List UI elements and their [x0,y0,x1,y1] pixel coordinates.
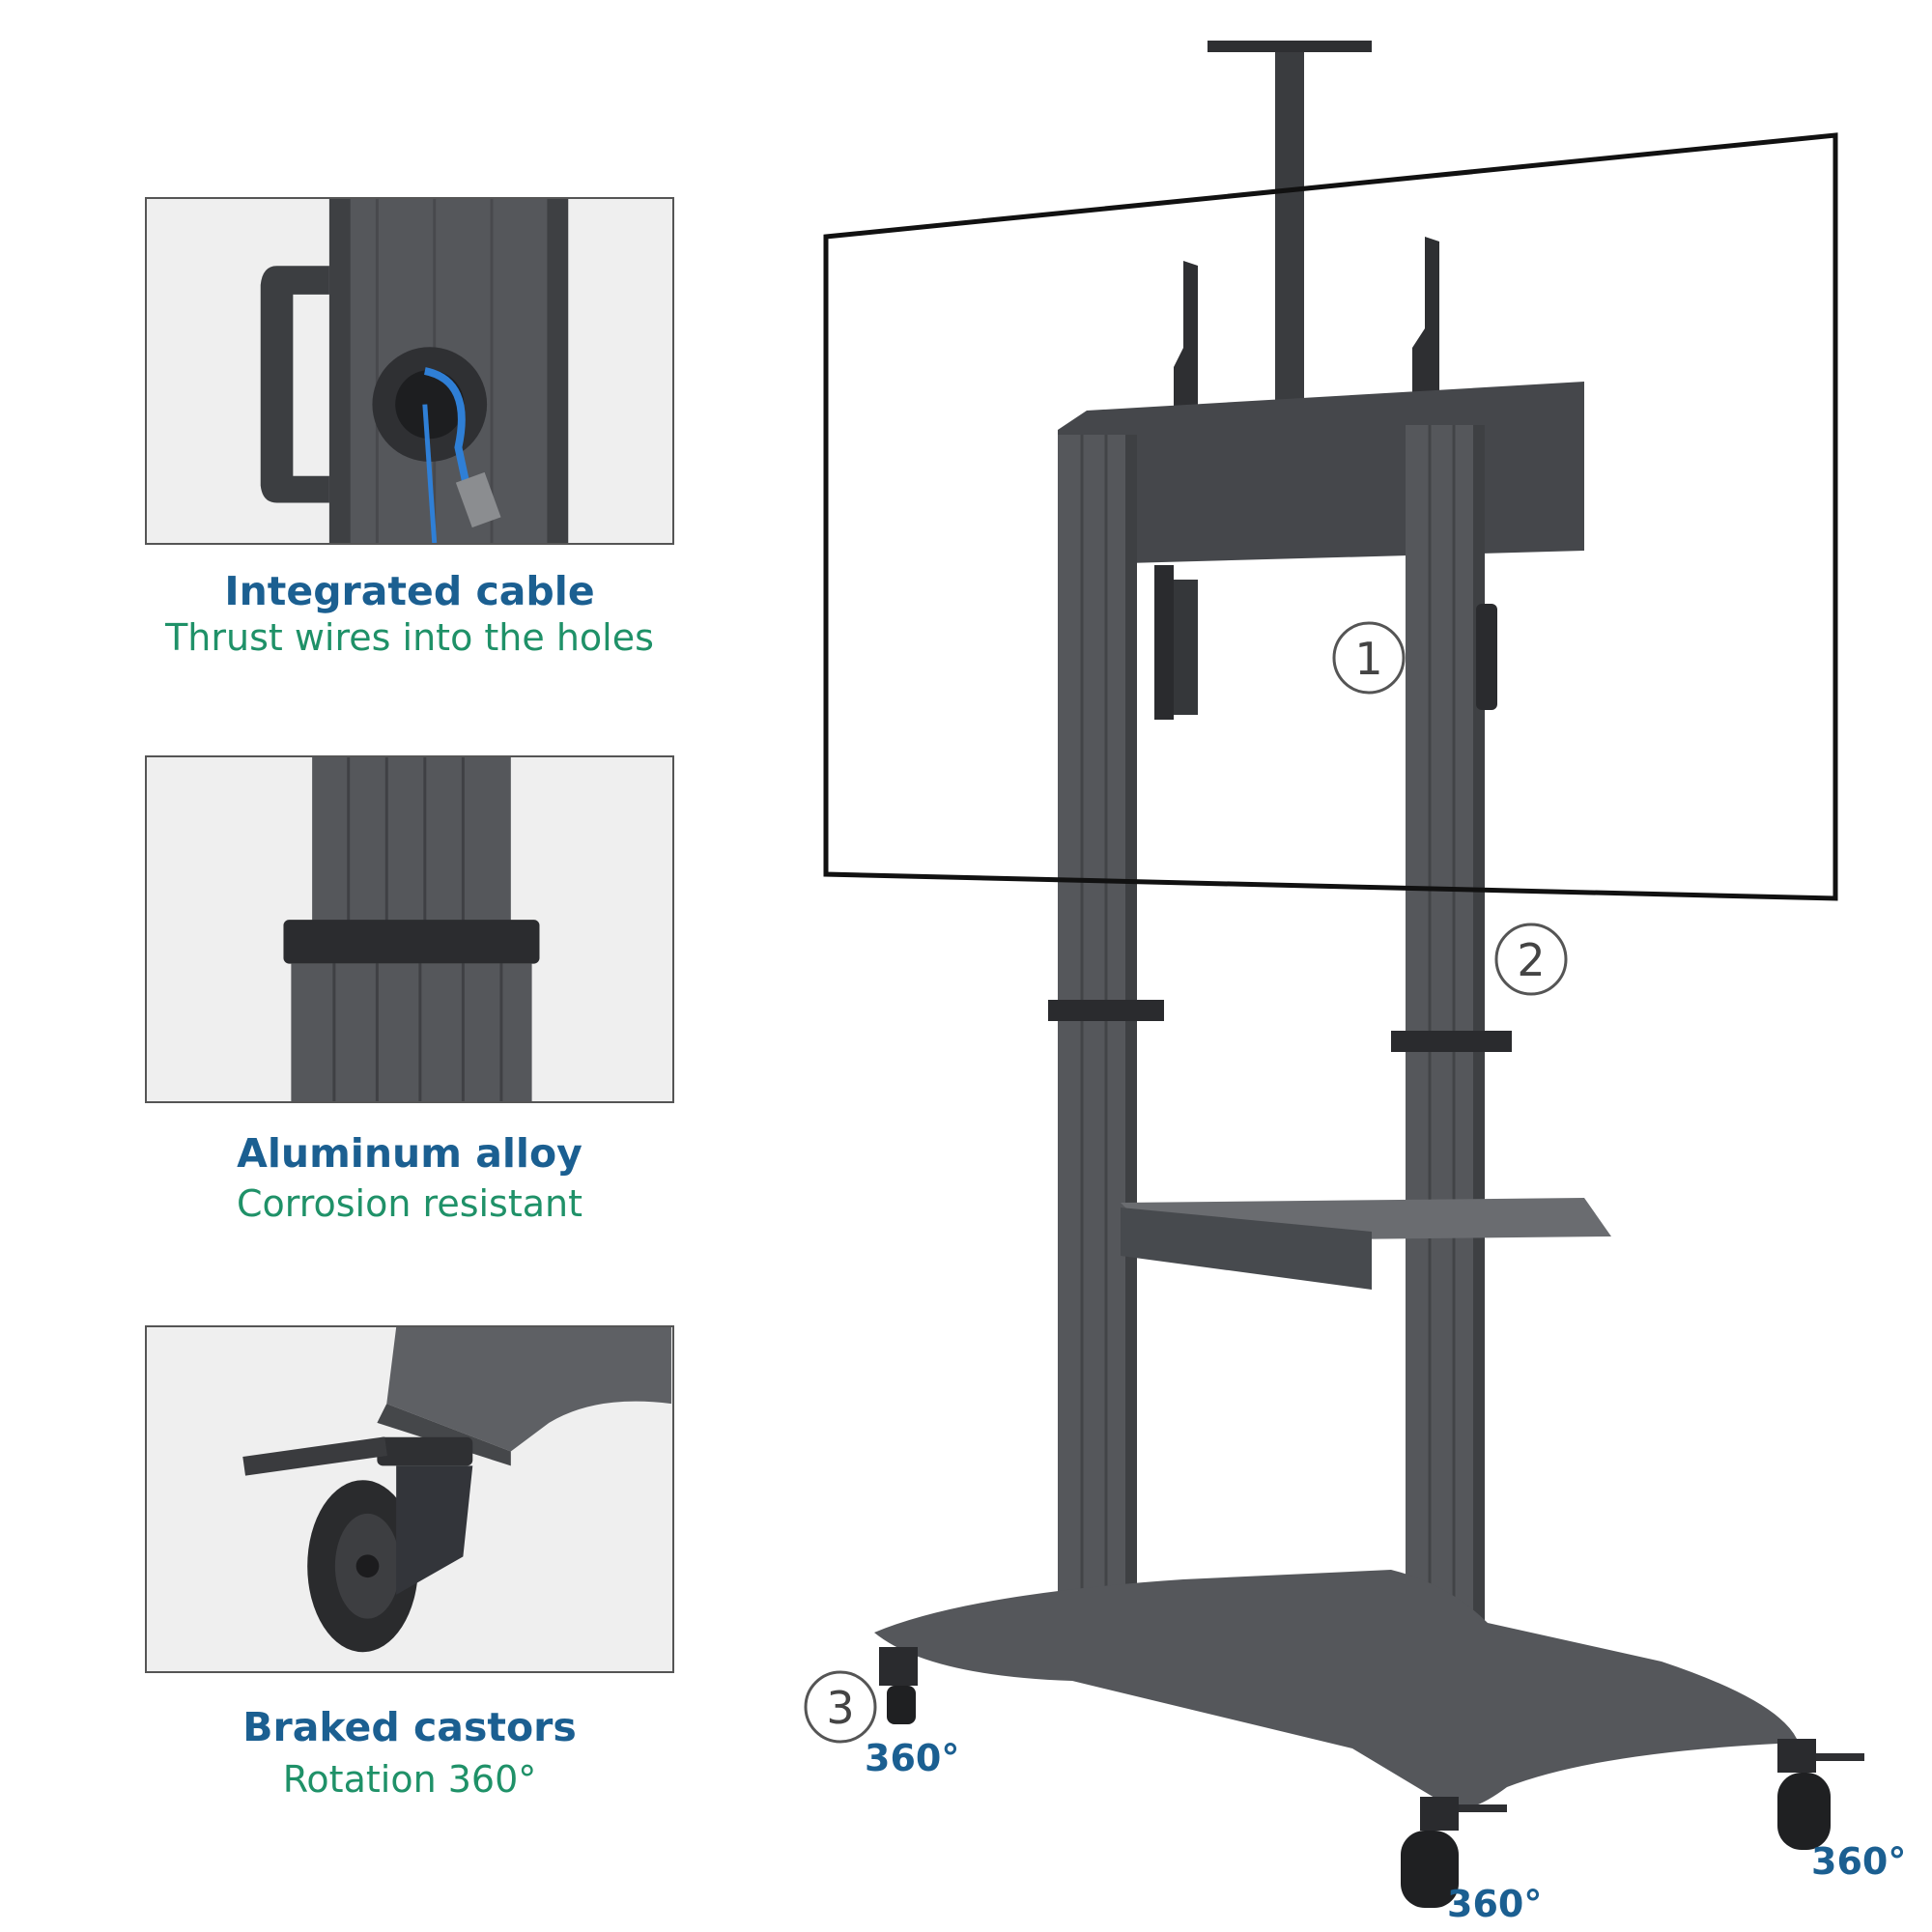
left-column [1058,435,1135,1642]
callout-circle-2 [1494,923,1568,996]
feature-subtitle-3: Rotation 360° [282,1758,537,1801]
feature-subtitle-2: Corrosion resistant [236,1182,583,1225]
rotation-label-left: 360° [865,1737,960,1779]
right-column [1406,425,1483,1686]
callout-label-2: 2 [1517,934,1545,986]
tv-stand-illustration: 1 2 3 [804,41,1864,1908]
camera-pole [1275,52,1304,414]
callout-label-1: 1 [1354,633,1382,685]
feature-subtitle-1: Thrust wires into the holes [165,616,654,659]
aluminum-pole-icon [148,757,671,1101]
feature-title-3: Braked castors [242,1704,577,1750]
feature-title-2: Aluminum alloy [237,1130,582,1177]
castor-front [1401,1797,1507,1908]
castor-right [1777,1739,1864,1850]
rotation-label-right: 360° [1811,1840,1907,1883]
callout-circle-1 [1332,621,1406,695]
feature-title-1: Integrated cable [224,568,595,614]
castor-wheel-icon [148,1327,671,1671]
rotation-label-front: 360° [1447,1883,1543,1925]
feature-image-integrated-cable [145,197,674,545]
cable-hole-icon [148,199,671,543]
camera-shelf [1208,41,1372,52]
feature-image-aluminum-alloy [145,755,674,1103]
handle-icon [1476,604,1497,710]
tv-screen-outline [823,132,1838,901]
feature-image-braked-castors [145,1325,674,1673]
callout-circle-3 [804,1670,877,1744]
stand-base [874,1570,1797,1809]
castor-left [879,1647,918,1724]
callout-label-3: 3 [826,1682,854,1734]
